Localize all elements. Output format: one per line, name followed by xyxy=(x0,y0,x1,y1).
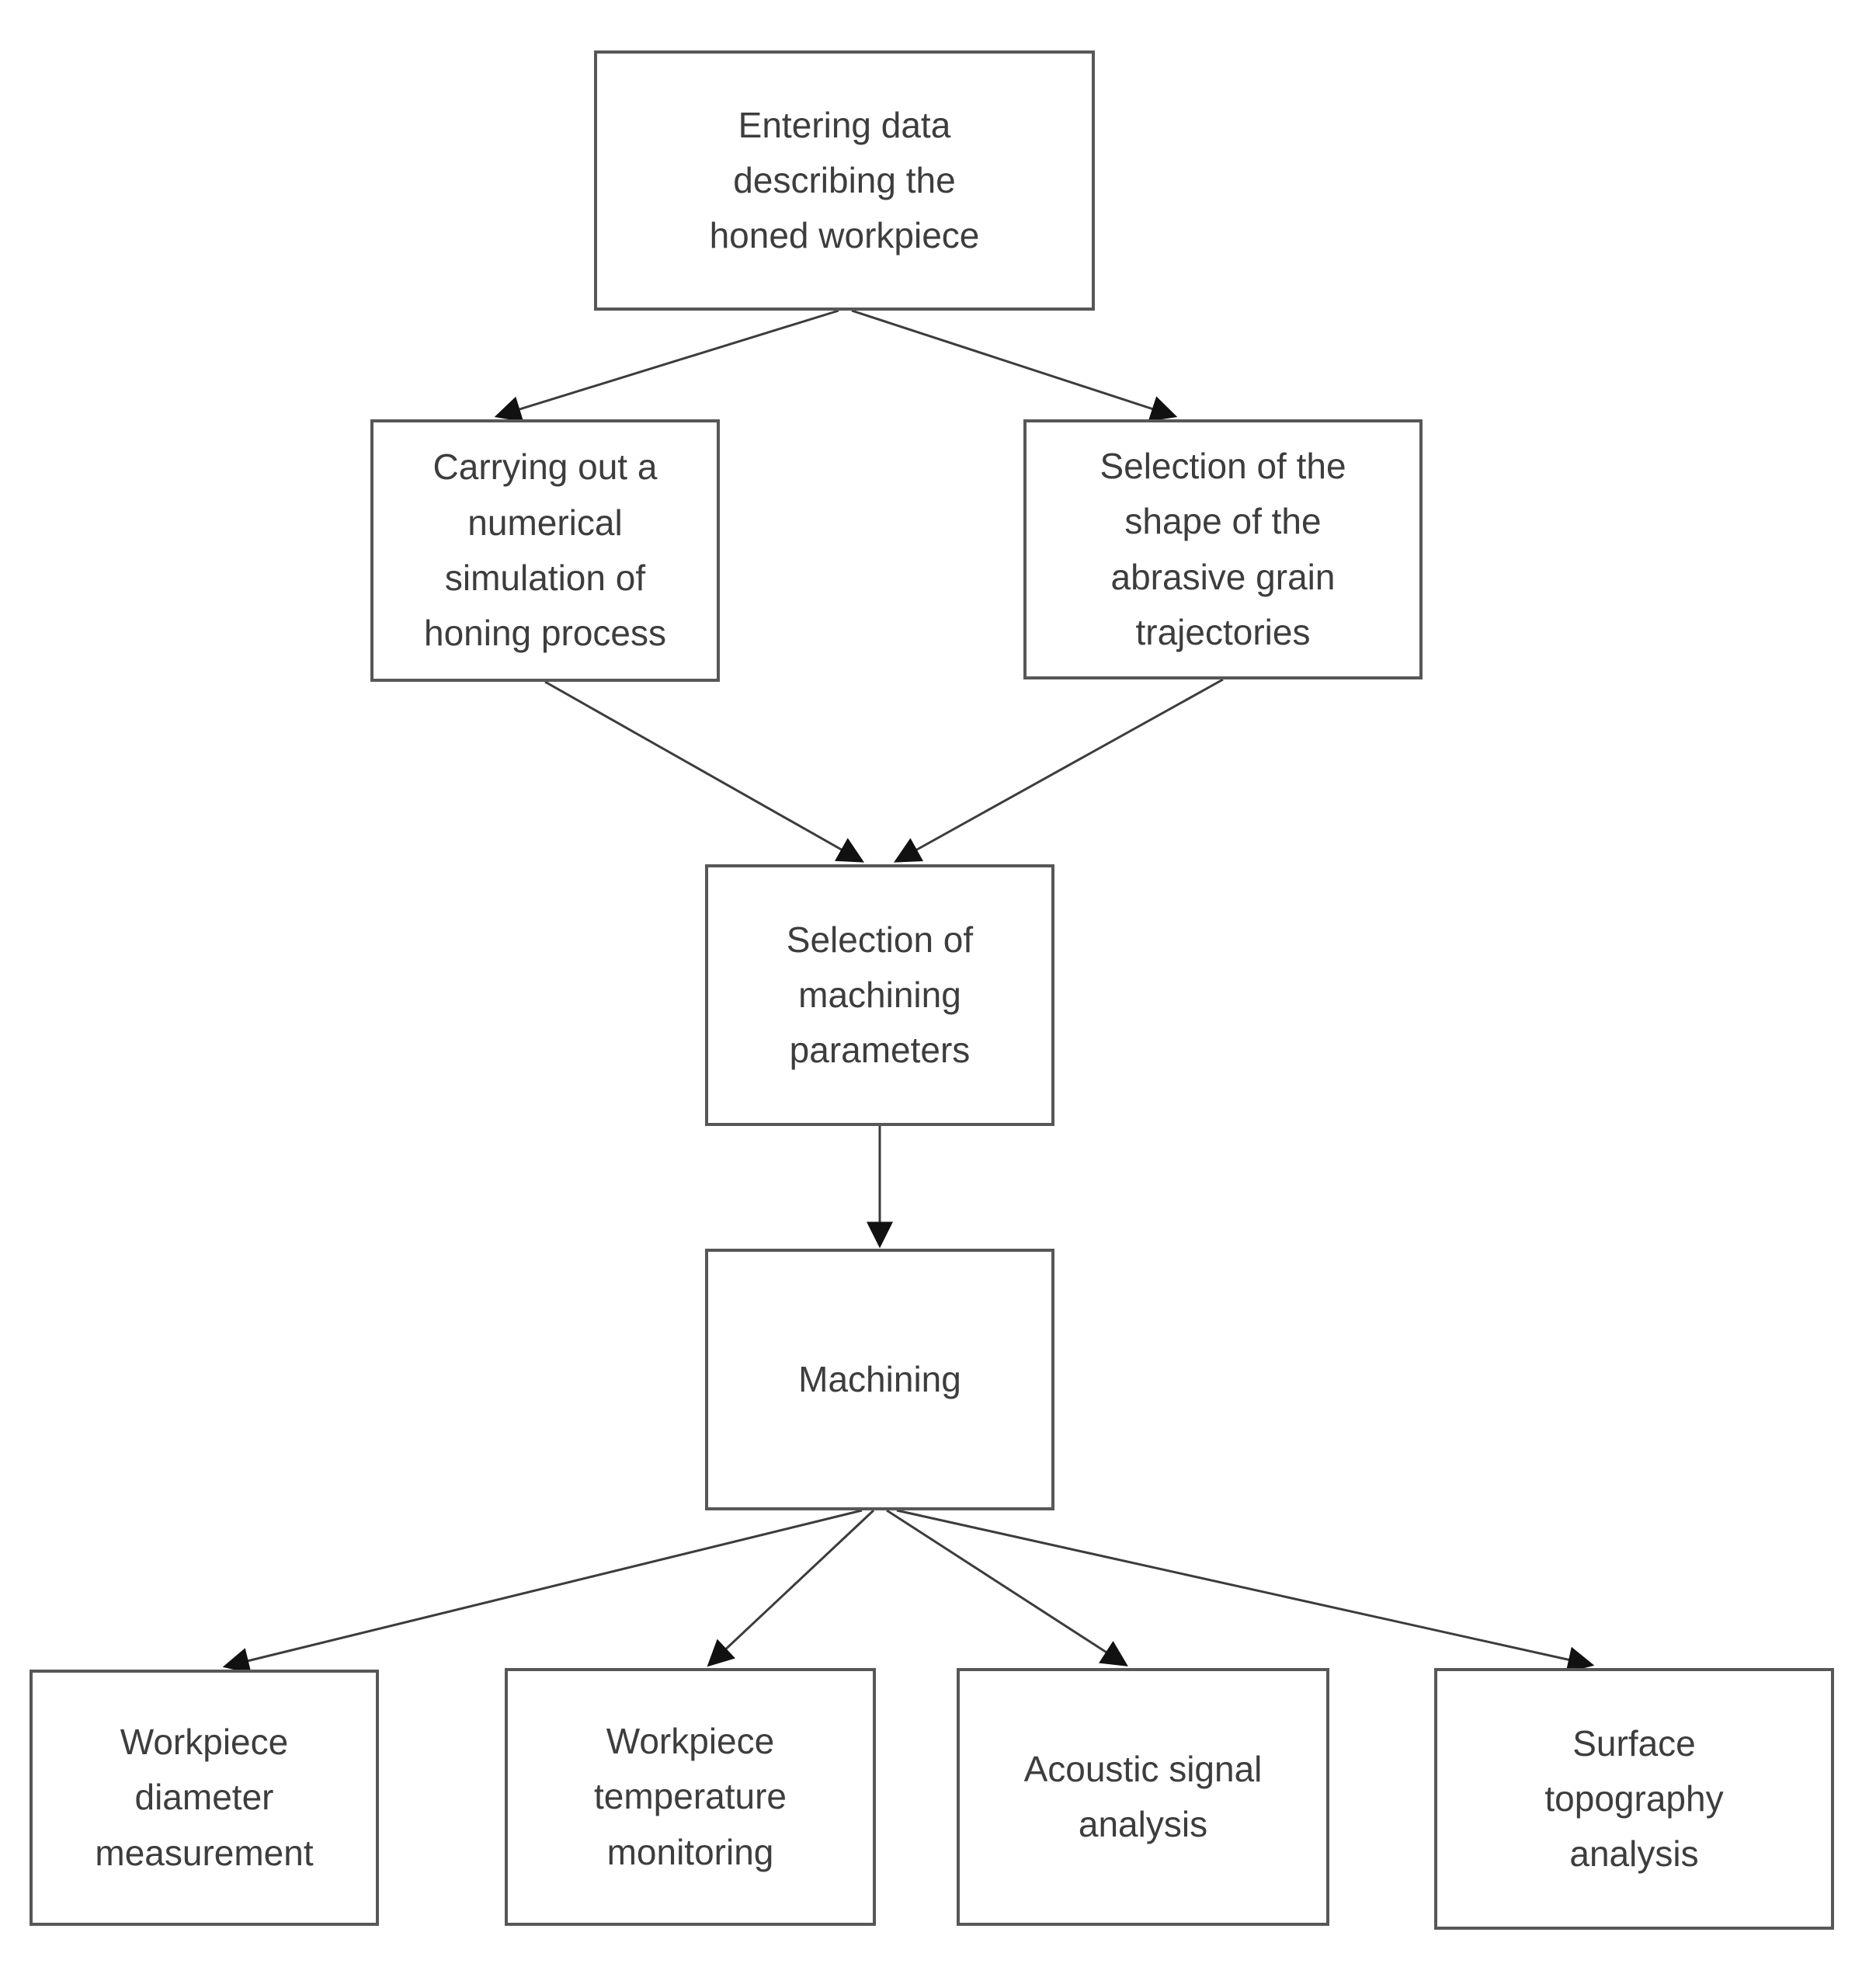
node-entering-data: Entering data describing the honed workp… xyxy=(594,50,1095,311)
arrow-machining-to-acoustic xyxy=(886,1509,1128,1666)
node-machining-parameters: Selection of machining parameters xyxy=(705,864,1054,1126)
node-topography-analysis-label: Surface topography analysis xyxy=(1544,1722,1724,1875)
arrow-machining-to-diameter xyxy=(222,1509,863,1674)
node-temperature-monitoring: Workpiece temperature monitoring xyxy=(505,1668,876,1926)
node-acoustic-analysis: Acoustic signal analysis xyxy=(957,1668,1329,1926)
node-acoustic-analysis-label: Acoustic signal analysis xyxy=(1023,1748,1263,1844)
node-grain-trajectories-label: Selection of the shape of the abrasive g… xyxy=(1100,445,1346,652)
node-numerical-simulation-label: Carrying out a numerical simulation of h… xyxy=(424,447,666,654)
arrow-machining-to-topography xyxy=(896,1509,1595,1673)
node-machining: Machining xyxy=(705,1249,1054,1510)
node-machining-parameters-label: Selection of machining parameters xyxy=(786,919,974,1071)
node-grain-trajectories: Selection of the shape of the abrasive g… xyxy=(1023,419,1423,679)
arrow-trajectories-to-parameters xyxy=(894,678,1224,863)
node-machining-label: Machining xyxy=(798,1358,961,1399)
node-topography-analysis: Surface topography analysis xyxy=(1434,1668,1834,1930)
arrow-entering-to-trajectories xyxy=(851,309,1178,422)
node-entering-data-label: Entering data describing the honed workp… xyxy=(709,104,980,256)
node-diameter-measurement: Workpiece diameter measurement xyxy=(30,1670,379,1926)
arrow-simulation-to-parameters xyxy=(544,680,864,863)
node-numerical-simulation: Carrying out a numerical simulation of h… xyxy=(370,419,720,682)
node-temperature-monitoring-label: Workpiece temperature monitoring xyxy=(593,1721,787,1872)
node-diameter-measurement-label: Workpiece diameter measurement xyxy=(95,1722,314,1873)
arrow-machining-to-temperature xyxy=(707,1509,875,1667)
arrow-entering-to-simulation xyxy=(494,309,839,422)
